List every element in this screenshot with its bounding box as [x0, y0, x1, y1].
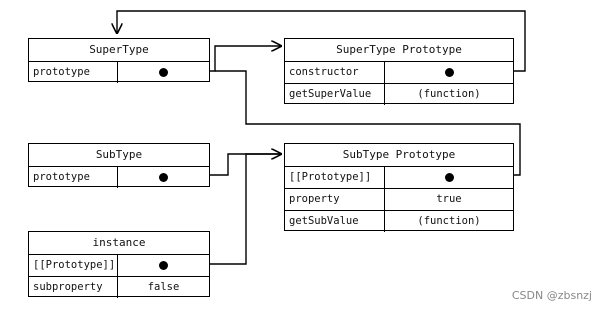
cell-divider: [117, 277, 118, 298]
supertype-prototype-row-constructor: constructor: [285, 61, 513, 83]
instance-row-subproperty: subproperty false: [29, 276, 209, 298]
supertype-title: SuperType: [89, 43, 149, 56]
instance-row-prototype-link: [[Prototype]]: [29, 254, 209, 276]
supertype-row-prototype: prototype: [29, 61, 209, 83]
supertype-prototype-box: SuperType Prototype constructor getSuper…: [284, 38, 514, 105]
cell-divider: [384, 189, 385, 210]
subproperty-key: subproperty: [33, 281, 103, 293]
getsubvalue-value: (function): [417, 215, 481, 227]
subtype-prototype-title: SubType Prototype: [342, 148, 456, 161]
supertype-box: SuperType prototype: [28, 38, 210, 83]
subtype-prototype-box: SubType Prototype [[Prototype]] property…: [284, 143, 514, 232]
supertype-prototype-key: prototype: [33, 66, 90, 78]
property-value: true: [436, 193, 462, 205]
prototype-link-key: [[Prototype]]: [289, 171, 372, 183]
getsubvalue-key: getSubValue: [289, 215, 359, 227]
cell-divider: [117, 255, 118, 276]
supertype-prototype-row-getsupervalue: getSuperValue (function): [285, 83, 513, 105]
pointer-dot: [159, 68, 168, 77]
cell-divider: [117, 167, 118, 188]
getsupervalue-key: getSuperValue: [289, 88, 372, 100]
instance-box: instance [[Prototype]] subproperty false: [28, 231, 210, 298]
subtype-prototype-key: prototype: [33, 171, 90, 183]
cell-divider: [384, 211, 385, 232]
pointer-dot: [159, 173, 168, 182]
subtype-box: SubType prototype: [28, 143, 210, 188]
cell-divider: [384, 167, 385, 188]
instance-prototype-link-key: [[Prototype]]: [33, 259, 116, 271]
property-key: property: [289, 193, 340, 205]
getsupervalue-value: (function): [417, 88, 481, 100]
subtype-prototype-row-getsubvalue: getSubValue (function): [285, 210, 513, 232]
cell-divider: [384, 62, 385, 83]
subtype-prototype-row-prototype-link: [[Prototype]]: [285, 166, 513, 188]
subtype-prototype-row-property: property true: [285, 188, 513, 210]
watermark: CSDN @zbsnzj: [511, 289, 592, 302]
cell-divider: [384, 84, 385, 105]
subproperty-value: false: [147, 281, 180, 293]
subtype-row-prototype: prototype: [29, 166, 209, 188]
constructor-key: constructor: [289, 66, 359, 78]
pointer-dot: [445, 68, 454, 77]
pointer-dot: [159, 261, 168, 270]
subtype-title: SubType: [95, 148, 143, 161]
cell-divider: [117, 62, 118, 83]
pointer-dot: [445, 173, 454, 182]
supertype-prototype-title: SuperType Prototype: [336, 43, 462, 56]
instance-title: instance: [92, 236, 146, 249]
